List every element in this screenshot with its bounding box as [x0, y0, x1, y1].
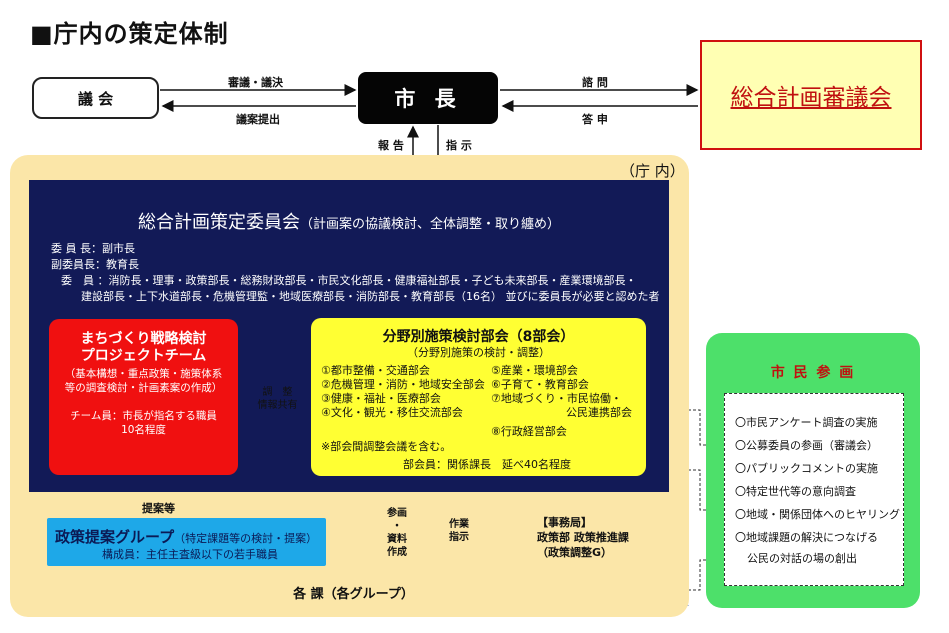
bunya-item: ⑤産業・環境部会 [491, 364, 578, 377]
secretariat-line: 政策部 政策推進課 [537, 531, 629, 544]
adjust-label: 調 整 情報共有 [250, 386, 305, 412]
citizen-item: 〇地域・関係団体へのヒヤリング [735, 508, 900, 521]
label-instruct: 指 示 [446, 139, 472, 152]
bracket-committee [688, 409, 724, 446]
bracket-bunya [688, 469, 724, 511]
machi-project-team-box: まちづくり戦略検討 プロジェクトチーム （基本構想・重点政策・施策体系 等の調査… [49, 319, 238, 475]
citizen-item: 〇市民アンケート調査の実施 [735, 416, 878, 429]
kakuka-label: 各 課（各グループ） [293, 586, 414, 602]
policy-title: 政策提案グループ [55, 528, 175, 546]
sanka-label: 参画 ・ 資料 作成 [383, 507, 411, 559]
secretariat: 【事務局】 政策部 政策推進課 （政策調整G） [537, 515, 629, 560]
policy-title-sub: （特定課題等の検討・提案） [174, 532, 318, 545]
bunya-item: ③健康・福祉・医療部会 [321, 392, 441, 405]
label-report: 報 告 [378, 139, 404, 152]
bunya-box: 分野別施策検討部会（8部会） （分野別施策の検討・調整） ①都市整備・交通部会 … [311, 318, 646, 476]
citizen-item: 〇パブリックコメントの実施 [735, 462, 878, 475]
machi-title-2: プロジェクトチーム [80, 348, 207, 364]
bunya-item: ⑧行政経営部会 [491, 425, 567, 438]
sanka-text: 資料 [387, 534, 407, 545]
citizen-item: 〇特定世代等の意向調査 [735, 485, 856, 498]
citizen-item: 公民の対話の場の創出 [747, 552, 857, 565]
label-gian: 議案提出 [236, 113, 280, 126]
bunya-members: 部会員：関係課長 延べ40名程度 [403, 458, 571, 471]
bunya-item: ⑦地域づくり・市民協働・ [491, 392, 622, 405]
council-box: 総合計画審議会 [700, 40, 922, 150]
sagyou-text: 指示 [449, 532, 469, 543]
bunya-item: ②危機管理・消防・地域安全部会 [321, 378, 485, 391]
secretariat-line: （政策調整G） [537, 546, 613, 559]
committee-line: 副委員長：教育長 [51, 258, 139, 271]
bunya-item: ④文化・観光・移住交流部会 [321, 406, 463, 419]
secretariat-line: 【事務局】 [537, 516, 592, 529]
adjust-line-1: 調 整 [262, 387, 293, 398]
machi-sub-1: （基本構想・重点政策・施策体系 [64, 368, 223, 380]
committee-line: 委 員 ：消防長・理事・政策部長・総務財政部長・市民文化部長・健康福祉部長・子ど… [61, 274, 637, 287]
sanka-text: 作成 [387, 547, 407, 558]
adjust-line-2: 情報共有 [257, 400, 298, 411]
label-shimon: 諮 問 [582, 76, 608, 89]
bunya-item: ①都市整備・交通部会 [321, 364, 430, 377]
sanka-text: 参画 [387, 508, 407, 519]
bunya-title: 分野別施策検討部会（8部会） [382, 329, 575, 345]
page-title: ■庁内の策定体制 [30, 20, 229, 48]
label-teian: 提案等 [142, 502, 175, 515]
bunya-item: ⑥子育て・教育部会 [491, 378, 589, 391]
bracket-bottom [688, 559, 724, 591]
committee-line: 委 員 長：副市長 [51, 242, 135, 255]
bunya-note: ※部会間調整会議を含む。 [321, 440, 452, 453]
label-toushin: 答 申 [582, 113, 608, 126]
citizen-item: 〇公募委員の参画（審議会） [735, 439, 878, 452]
bunya-item: 公民連携部会 [566, 406, 632, 419]
label-shingi: 審議・議決 [228, 76, 283, 89]
bunya-subtitle: （分野別施策の検討・調整） [407, 346, 550, 359]
machi-member-1: チーム員：市長が指名する職員 [70, 410, 217, 422]
committee-title-row: 総合計画策定委員会（計画案の協議検討、全体調整・取り纏め） [29, 208, 669, 234]
sanka-text: ・ [392, 521, 402, 532]
policy-group-box: 政策提案グループ（特定課題等の検討・提案） 構成員：主任主査級以下の若手職員 [47, 518, 326, 566]
committee-subtitle: （計画案の協議検討、全体調整・取り纏め） [299, 217, 560, 232]
committee-line: 建設部長・上下水道部長・危機管理監・地域医療部長・消防部長・教育部長（16名） … [81, 290, 660, 303]
chonai-label: （庁 内） [620, 162, 685, 180]
sagyou-text: 作業 [449, 519, 469, 530]
policy-members: 構成員：主任主査級以下の若手職員 [102, 548, 278, 561]
citizen-list: 〇市民アンケート調査の実施 〇公募委員の参画（審議会） 〇パブリックコメントの実… [724, 393, 904, 586]
machi-member-2: 10名程度 [121, 424, 166, 436]
citizen-item: 〇地域課題の解決につなげる [735, 531, 878, 544]
sagyou-label: 作業 指示 [444, 518, 474, 544]
gikai-box: 議 会 [32, 77, 159, 119]
mayor-box: 市 長 [358, 72, 498, 124]
policy-title-row: 政策提案グループ（特定課題等の検討・提案） [55, 526, 317, 547]
committee-title: 総合計画策定委員会 [137, 212, 300, 233]
citizen-title: 市 民 参 画 [770, 365, 856, 381]
machi-sub-2: 等の調査検討・計画素案の作成） [64, 382, 223, 394]
machi-title-1: まちづくり戦略検討 [80, 331, 207, 347]
